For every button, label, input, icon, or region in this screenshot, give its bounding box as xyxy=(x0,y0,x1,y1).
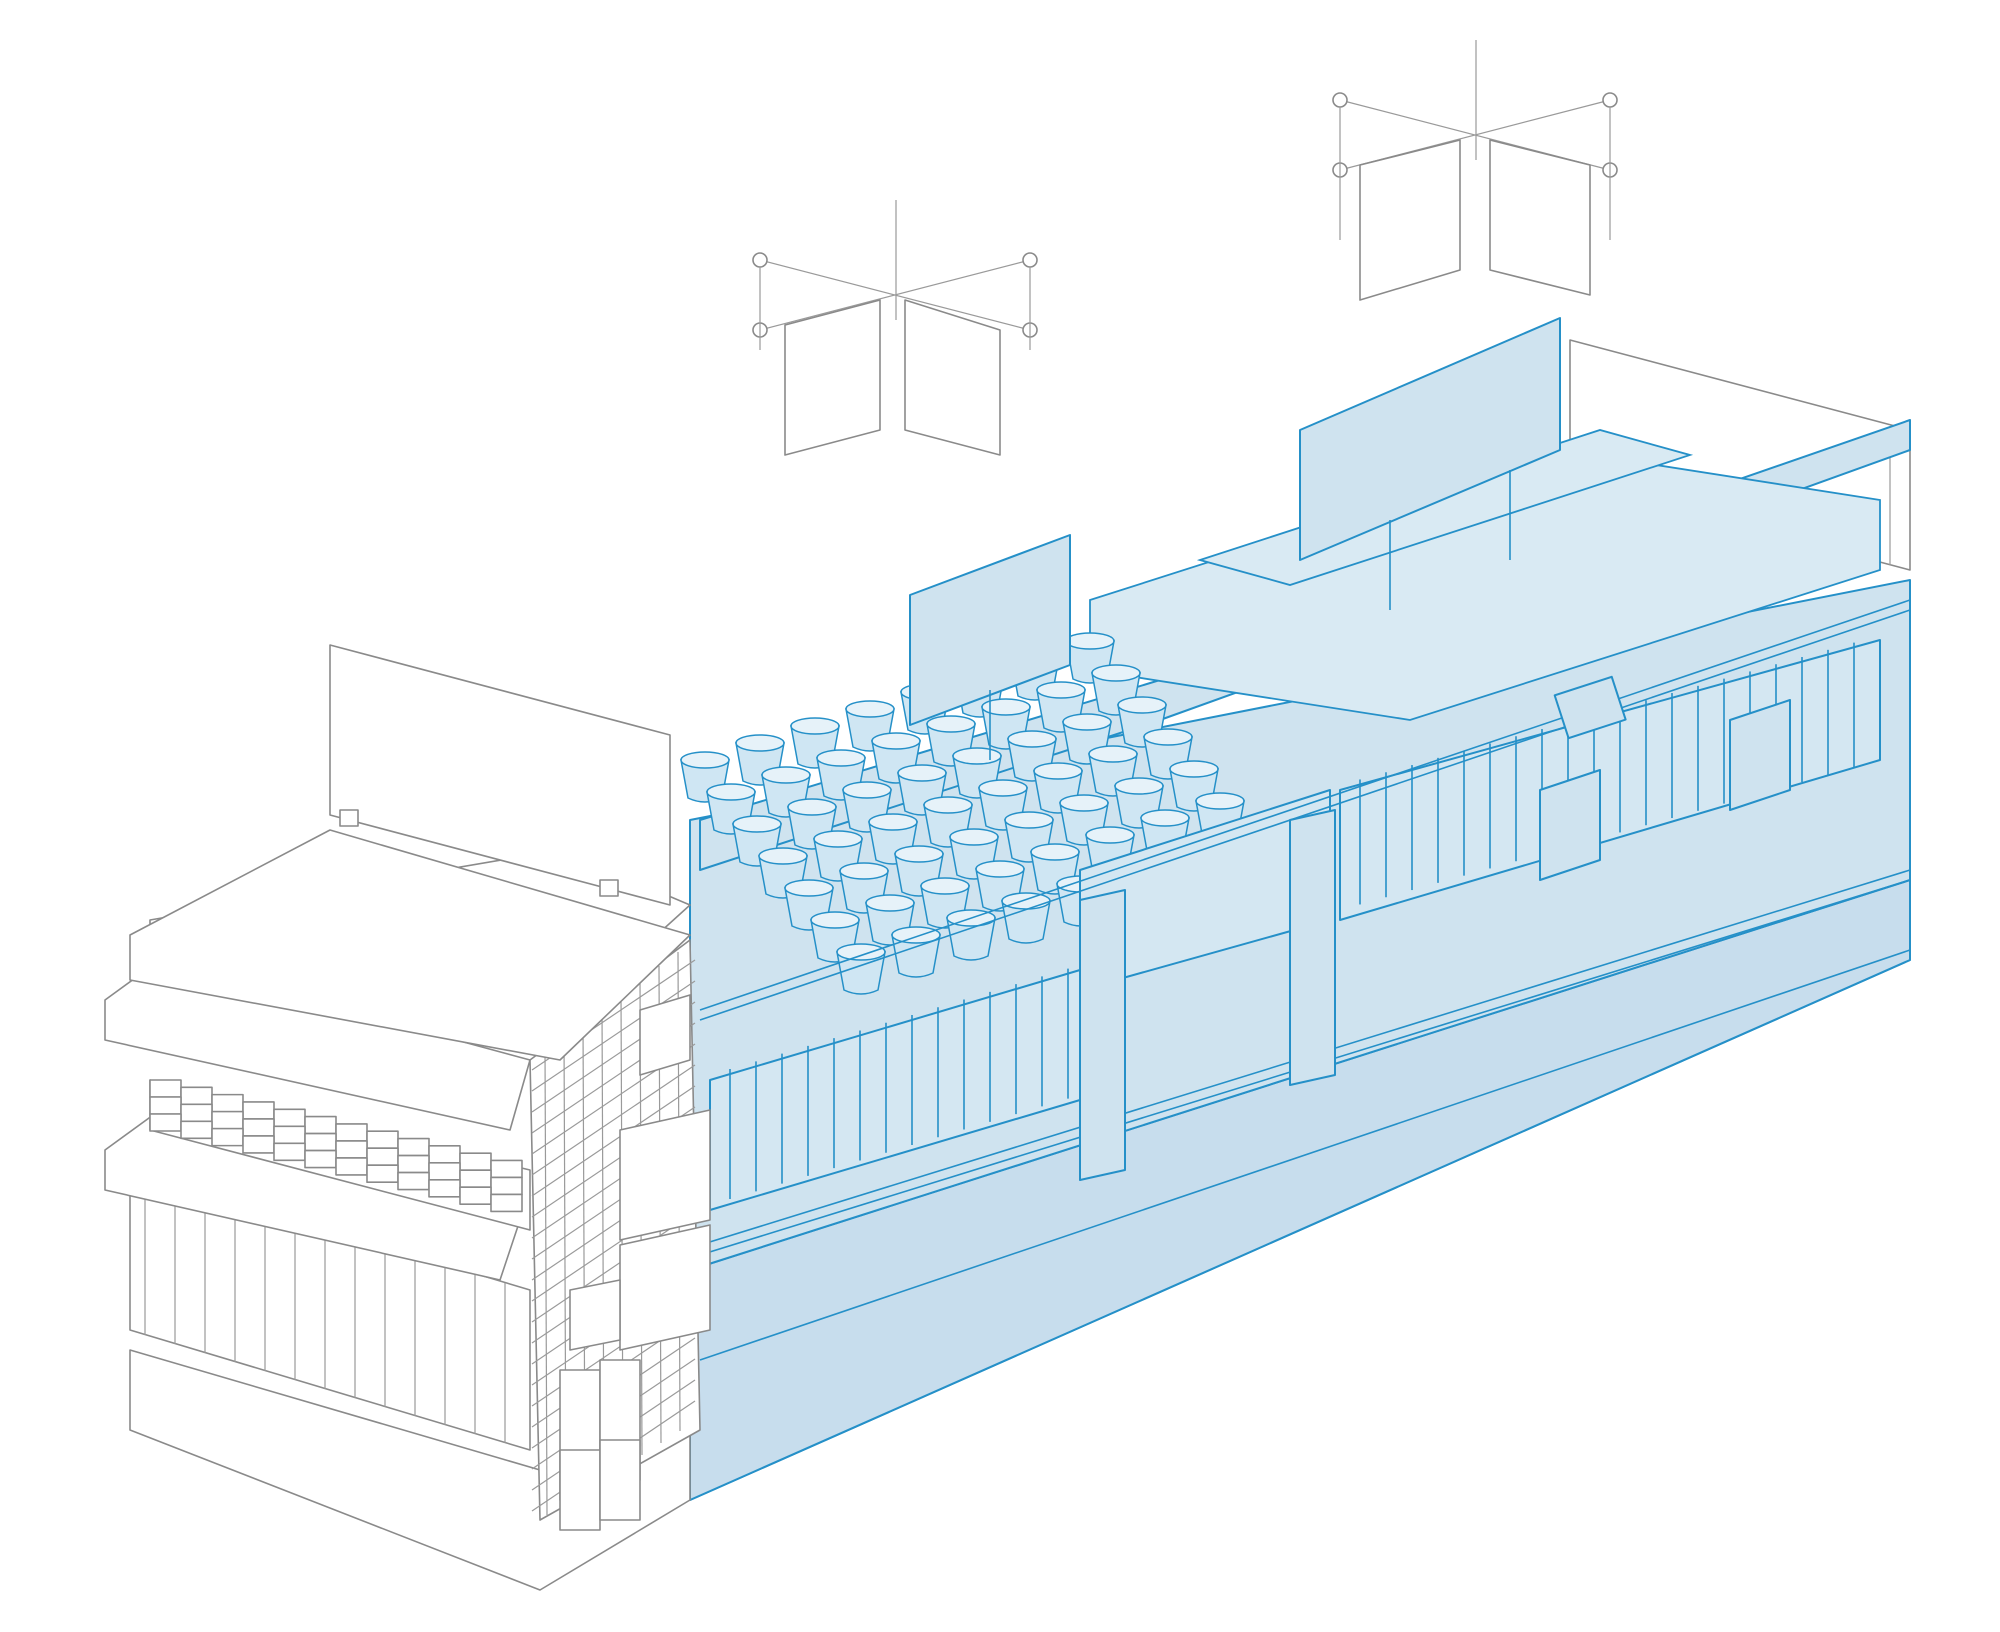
hanging-mobile-left xyxy=(752,200,1038,456)
cup xyxy=(735,734,785,786)
endcap-header-frame xyxy=(129,829,691,1061)
divider-panel xyxy=(1539,769,1601,881)
leaflet-holder xyxy=(619,1224,711,1351)
sign-panel xyxy=(909,534,1071,726)
shelf-dividers xyxy=(1079,675,1791,1181)
divider-panel xyxy=(1289,809,1336,1086)
sign-clip xyxy=(599,879,619,897)
mobile-card xyxy=(1489,139,1591,296)
cup xyxy=(836,943,886,995)
mid-shelf-bricks xyxy=(149,1079,523,1213)
topper-sign xyxy=(329,644,671,906)
mobile-card xyxy=(904,299,1001,456)
cup xyxy=(839,862,889,914)
cup xyxy=(946,909,996,961)
hang-tag xyxy=(569,1279,621,1351)
leaflet-holder xyxy=(619,1109,711,1241)
sign-panel xyxy=(1299,317,1561,561)
shelf-rails xyxy=(699,599,1911,1361)
mobile-card xyxy=(1359,139,1461,301)
hanging-mobile-right xyxy=(1332,40,1618,301)
divider-panel xyxy=(1729,699,1791,811)
cup xyxy=(1059,794,1109,846)
stacked-cups-display xyxy=(680,632,1271,995)
price-tag-holder xyxy=(1553,675,1627,740)
roll-products xyxy=(144,1175,506,1443)
divider-panel xyxy=(1079,889,1126,1181)
cup xyxy=(1033,762,1083,814)
cup xyxy=(891,926,941,978)
shelf-signs xyxy=(909,317,1561,760)
cup xyxy=(952,747,1002,799)
endcap-fixture xyxy=(104,644,711,1591)
cup xyxy=(1001,892,1051,944)
mobile-card xyxy=(784,299,881,456)
sign-clip xyxy=(339,809,359,827)
hang-tag xyxy=(639,994,691,1076)
peg-hook-products xyxy=(559,1359,641,1531)
